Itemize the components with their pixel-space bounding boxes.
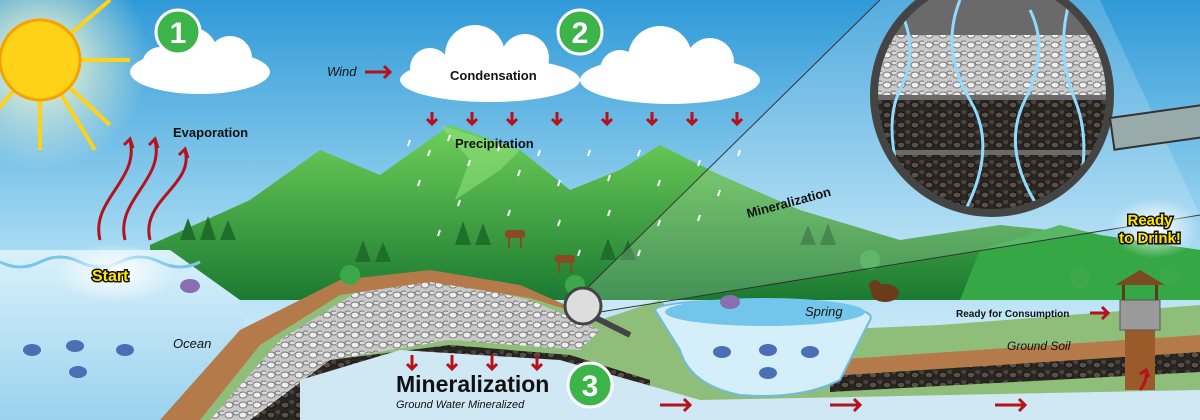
bear-icon xyxy=(869,280,899,302)
ground-soil-label: Ground Soil xyxy=(1007,339,1071,353)
mineralization-title: Mineralization xyxy=(396,371,549,397)
ground-soil-band xyxy=(830,335,1200,376)
spring-label: Spring xyxy=(805,304,843,319)
right-rock-band xyxy=(830,352,1200,392)
mineralization-subtitle: Ground Water Mineralized xyxy=(396,399,525,411)
evaporation-label: Evaporation xyxy=(173,125,248,140)
ready-for-consumption-label: Ready for Consumption xyxy=(956,309,1069,320)
arrows xyxy=(97,64,1151,413)
wind-label: Wind xyxy=(327,64,357,79)
svg-text:1: 1 xyxy=(170,17,187,50)
svg-text:2: 2 xyxy=(572,17,589,50)
deer-icon xyxy=(505,230,575,273)
svg-text:3: 3 xyxy=(582,370,599,403)
fish-icon xyxy=(23,279,819,379)
start-glow xyxy=(55,243,175,303)
spring-surface xyxy=(665,298,865,326)
ocean-label: Ocean xyxy=(173,336,211,351)
magnifier-icon xyxy=(563,0,1200,338)
ocean xyxy=(0,250,260,420)
groundwater xyxy=(300,350,1200,420)
ready-to-drink-line2: to Drink! xyxy=(1119,230,1181,247)
mountains xyxy=(150,125,1200,300)
sun-icon xyxy=(0,0,150,170)
precipitation-label: Precipitation xyxy=(455,136,534,151)
step-2-badge: 2 xyxy=(556,8,604,56)
trees xyxy=(180,216,1180,295)
condensation-label: Condensation xyxy=(450,68,537,83)
soil-layer xyxy=(160,270,600,420)
rain xyxy=(407,134,741,257)
start-label: Start xyxy=(92,268,129,285)
ready-to-drink-line1: Ready xyxy=(1127,212,1173,229)
mountain-highlight xyxy=(440,125,520,200)
well-icon xyxy=(1115,270,1165,390)
ready-glow xyxy=(1110,198,1200,258)
step-1-badge: 1 xyxy=(154,8,202,56)
cloud-icon xyxy=(400,25,760,104)
step-3-badge: 3 xyxy=(566,361,614,409)
gravel-layer xyxy=(210,280,600,420)
